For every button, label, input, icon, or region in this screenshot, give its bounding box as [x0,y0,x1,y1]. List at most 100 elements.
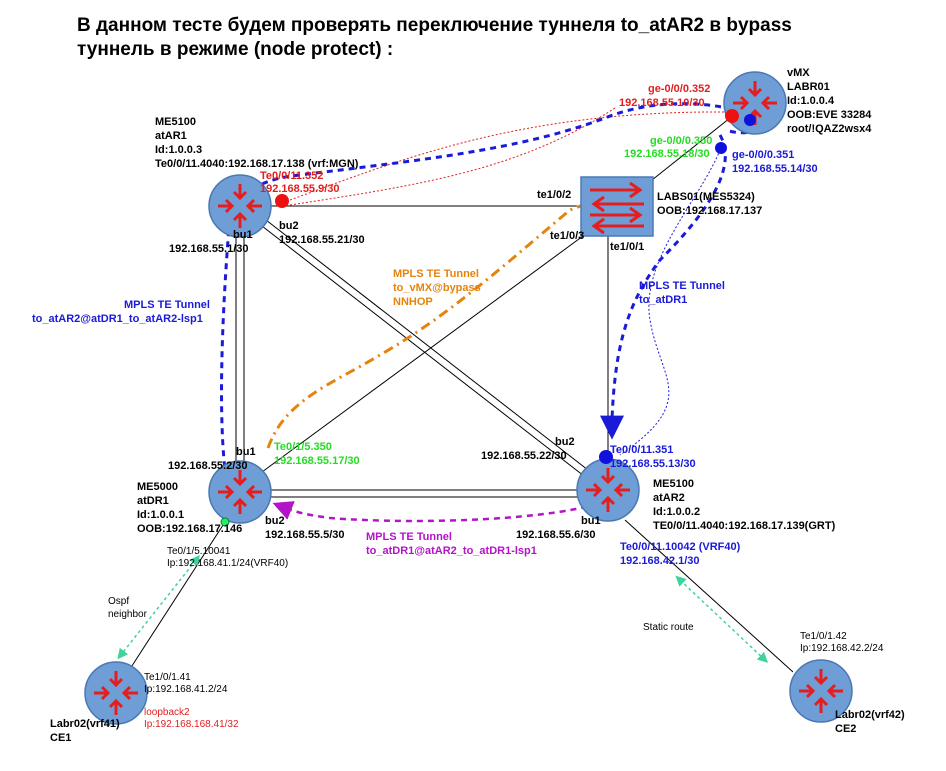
title-line-2: туннель в режиме (node protect) : [77,39,393,60]
atdr1-label: ME5000 atDR1 Id:1.0.0.1 OOB:192.168.17.1… [137,481,242,535]
router-ce1[interactable] [83,660,149,726]
physical-links [127,117,794,673]
blue-dot-vmx-ge350 [715,142,727,154]
atar2-bu2-label: bu2 192.168.55.22/30 [481,436,575,462]
svg-text:LABR01: LABR01 [787,81,830,93]
atar1-bu1-label: bu1 192.168.55.1/30 [169,229,253,255]
svg-text:MPLS TE Tunnel: MPLS TE Tunnel [639,280,725,292]
svg-text:atAR2: atAR2 [653,492,685,504]
svg-text:Id:1.0.0.4: Id:1.0.0.4 [787,95,835,107]
svg-text:loopback2: loopback2 [144,707,190,718]
svg-text:vMX: vMX [787,67,810,79]
svg-text:192.168.55.10/30: 192.168.55.10/30 [619,97,705,109]
blue-dot-atar2 [599,450,613,464]
atdr1-bu1-label: bu1 192.168.55.2/30 [168,446,256,472]
svg-text:LABS01(MES5324): LABS01(MES5324) [657,191,755,203]
svg-text:192.168.55.22/30: 192.168.55.22/30 [481,450,567,462]
svg-text:Ip:192.168.168.41/32: Ip:192.168.168.41/32 [144,719,239,730]
svg-text:ME5100: ME5100 [653,478,694,490]
ce2-label: Labr02(vrf42) CE2 [835,709,905,735]
vmx-ge351-label: ge-0/0/0.351 192.168.55.14/30 [732,149,818,175]
svg-text:neighbor: neighbor [108,609,148,620]
labs-te1-label: te1/0/1 [610,241,644,253]
svg-text:Id:1.0.0.3: Id:1.0.0.3 [155,144,202,156]
svg-text:bu1: bu1 [233,229,253,241]
tunnel-to-atdr1-path [600,134,727,440]
svg-text:Labr02(vrf41): Labr02(vrf41) [50,718,120,730]
svg-text:to_atDR1@atAR2_to_atDR1-lsp1: to_atDR1@atAR2_to_atDR1-lsp1 [366,545,537,557]
svg-text:CE1: CE1 [50,732,71,744]
red-dot-vmx [725,109,739,123]
svg-text:192.168.55.1/30: 192.168.55.1/30 [169,243,249,255]
svg-text:Te0/1/5.10041: Te0/1/5.10041 [167,546,231,557]
atar1-label: ME5100 atAR1 Id:1.0.0.3 Te0/0/11.4040:19… [155,116,359,170]
atdr1-vrf-label: Te0/1/5.10041 Ip:192.168.41.1/24(VRF40) [167,546,288,569]
vmx-ge352-label: ge-0/0/0.352 192.168.55.10/30 [619,83,710,109]
blue-dot-vmx-ge351 [744,114,756,126]
svg-text:atAR1: atAR1 [155,130,187,142]
svg-text:bu1: bu1 [581,515,601,527]
svg-text:bu2: bu2 [279,220,299,232]
svg-text:192.168.55.17/30: 192.168.55.17/30 [274,455,360,467]
svg-text:ge-0/0/0.350: ge-0/0/0.350 [650,135,712,147]
ce1-te-label: Te1/0/1.41 Ip:192.168.41.2/24 [144,672,228,695]
router-vmx[interactable] [722,70,788,136]
tunnel-atar2-to-atdr1-label: MPLS TE Tunnel to_atDR1@atAR2_to_atDR1-l… [366,531,537,557]
svg-text:Ospf: Ospf [108,596,129,607]
svg-text:Te0/0/11.4040:192.168.17.138 (: Te0/0/11.4040:192.168.17.138 (vrf:MGN) [155,158,359,170]
ospf-neighbor-arrow [117,555,200,660]
ce1-loopback-label: loopback2 Ip:192.168.168.41/32 [144,707,239,730]
tunnel-to-atar2-label: MPLS TE Tunnel to_atAR2@atDR1_to_atAR2-l… [32,299,210,325]
tunnel-to-atdr1-label: MPLS TE Tunnel to_atDR1 [639,280,725,306]
atar1-bu2-label: bu2 192.168.55.21/30 [279,220,365,246]
svg-text:192.168.55.18/30: 192.168.55.18/30 [624,148,710,160]
switch-labs01[interactable] [580,176,654,237]
svg-text:192.168.42.1/30: 192.168.42.1/30 [620,555,700,567]
svg-text:Te0/1/5.350: Te0/1/5.350 [274,441,332,453]
red-dot-atar1 [275,194,289,208]
ce1-label: Labr02(vrf41) CE1 [50,718,120,744]
svg-text:CE2: CE2 [835,723,856,735]
atar2-vrf-label: Te0/0/11.10042 (VRF40) 192.168.42.1/30 [620,541,741,567]
green-dot-atdr1 [220,517,230,527]
thin-dotted-blue-path [619,149,721,456]
svg-text:bu2: bu2 [265,515,285,527]
static-route-label: Static route [643,622,694,633]
atar2-te351-label: Te0/0/11.351 192.168.55.13/30 [610,444,696,470]
ce2-te-label: Te1/0/1.42 Ip:192.168.42.2/24 [800,631,884,654]
svg-text:Id:1.0.0.2: Id:1.0.0.2 [653,506,700,518]
svg-text:Labr02(vrf42): Labr02(vrf42) [835,709,905,721]
ospf-neighbor-label: Ospf neighbor [108,596,148,620]
svg-text:Te0/0/11.351: Te0/0/11.351 [610,444,673,456]
red-dotted-path-upper [289,111,731,201]
atar2-bu1-label: bu1 192.168.55.6/30 [516,515,601,541]
svg-text:ge-0/0/0.352: ge-0/0/0.352 [648,83,710,95]
svg-text:ME5100: ME5100 [155,116,196,128]
vmx-ge350-label: ge-0/0/0.350 192.168.55.18/30 [624,135,712,160]
svg-text:OOB:EVE 33284: OOB:EVE 33284 [787,109,872,121]
svg-text:ME5000: ME5000 [137,481,178,493]
svg-text:Te0/0/11.352: Te0/0/11.352 [260,170,323,182]
svg-text:NNHOP: NNHOP [393,296,433,308]
svg-text:TE0/0/11.4040:192.168.17.139(G: TE0/0/11.4040:192.168.17.139(GRT) [653,520,836,532]
svg-text:MPLS TE Tunnel: MPLS TE Tunnel [124,299,210,311]
svg-text:Ip:192.168.41.2/24: Ip:192.168.41.2/24 [144,684,228,695]
svg-text:192.168.55.6/30: 192.168.55.6/30 [516,529,596,541]
labs-te2-label: te1/0/2 [537,189,571,201]
svg-text:Te1/0/1.42: Te1/0/1.42 [800,631,847,642]
svg-text:to_atAR2@atDR1_to_atAR2-lsp1: to_atAR2@atDR1_to_atAR2-lsp1 [32,313,203,325]
svg-text:Ip:192.168.42.2/24: Ip:192.168.42.2/24 [800,643,884,654]
svg-text:192.168.55.14/30: 192.168.55.14/30 [732,163,818,175]
labs-te3-label: te1/0/3 [550,230,584,242]
svg-text:to_vMX@bypass: to_vMX@bypass [393,282,481,294]
atdr1-bu2-label: bu2 192.168.55.5/30 [265,515,345,541]
svg-text:bu1: bu1 [236,446,256,458]
atdr1-te350-label: Te0/1/5.350 192.168.55.17/30 [274,441,360,467]
svg-text:root/!QAZ2wsx4: root/!QAZ2wsx4 [787,123,872,135]
tunnel-bypass-label: MPLS TE Tunnel to_vMX@bypass NNHOP [393,268,481,308]
tunnel-atar2-to-atdr1-path [272,498,609,523]
static-route-arrow [675,575,769,663]
svg-text:Id:1.0.0.1: Id:1.0.0.1 [137,509,184,521]
svg-text:192.168.55.5/30: 192.168.55.5/30 [265,529,345,541]
